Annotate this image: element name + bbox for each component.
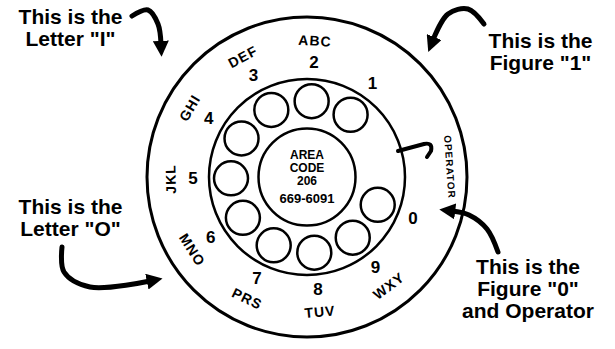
card-text: 669-6091 <box>280 191 335 205</box>
dial-letters: PRS <box>230 286 265 313</box>
dial-rim <box>147 17 467 337</box>
dial-letters: GHI <box>176 92 203 123</box>
dial-digit: 4 <box>204 110 213 128</box>
finger-hole <box>334 98 368 132</box>
operator-label: OPERATOR <box>441 135 456 199</box>
finger-hole <box>361 188 395 222</box>
dial-digit: 8 <box>313 282 322 300</box>
callout-arrow <box>61 247 150 288</box>
callout-text: This is the Figure "0" and Operator <box>458 256 598 322</box>
finger-hole <box>297 236 331 270</box>
dial-digit: 6 <box>206 229 215 247</box>
number-card: AREA CODE 206 669-6091 <box>257 127 357 227</box>
finger-hole <box>295 84 329 118</box>
callout-arrows <box>61 9 498 288</box>
finger-holes <box>214 84 395 270</box>
dial-digit: 5 <box>188 170 197 188</box>
finger-hole <box>225 121 259 155</box>
dial-letters: MNO <box>177 231 209 269</box>
dial-digit: 0 <box>408 210 417 228</box>
finger-hole <box>254 93 288 127</box>
dial-digit: 1 <box>368 75 377 93</box>
finger-hole <box>336 221 370 255</box>
finger-hole <box>214 161 248 195</box>
callout-text: This is the Letter "O" <box>8 196 133 240</box>
dial-digit: 9 <box>371 259 380 277</box>
callout-arrow <box>452 211 498 252</box>
callout-arrow <box>132 10 161 44</box>
dial-letters: JKL <box>163 165 178 195</box>
finger-hole <box>226 201 260 235</box>
dial-letters: TUV <box>304 304 336 322</box>
card-text: AREA CODE 206 <box>280 149 335 189</box>
dial-digit: 7 <box>252 271 261 289</box>
callout-text: This is the Figure "1" <box>478 30 603 74</box>
callout-arrow <box>433 9 484 40</box>
card-circle <box>259 129 356 226</box>
finger-wheel <box>209 79 405 275</box>
dial-letters: ABC <box>298 33 332 50</box>
dial-digit: 3 <box>249 67 258 85</box>
finger-stop <box>398 144 431 157</box>
card-text-group: AREA CODE 206 669-6091 <box>280 149 335 206</box>
callout-text: This is the Letter "I" <box>8 6 133 50</box>
dial-digit: 2 <box>309 54 318 72</box>
finger-hole <box>257 228 291 262</box>
